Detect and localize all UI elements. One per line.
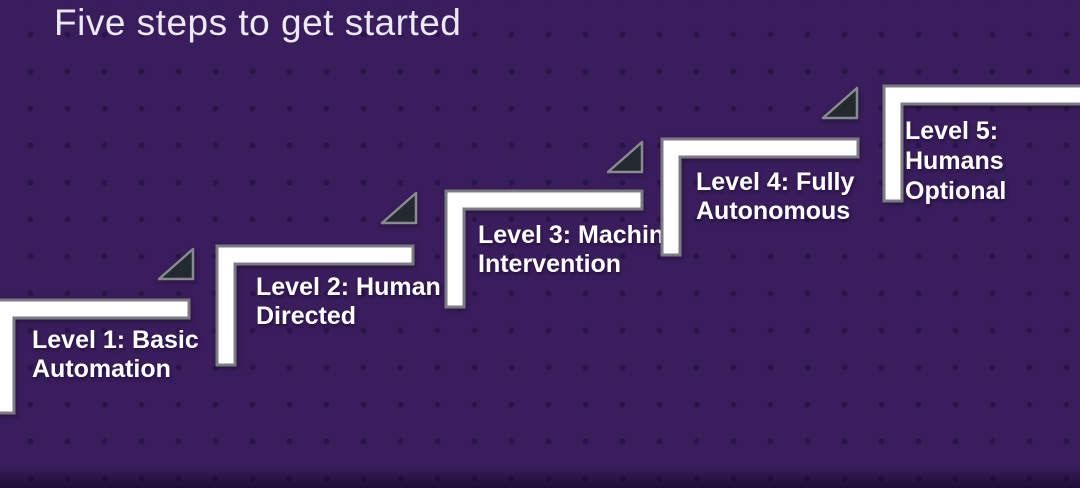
- step-label: Level 3: Machine Intervention: [478, 221, 678, 279]
- step-bracket-path: [882, 84, 1080, 203]
- step-bracket-shape: [0, 298, 191, 415]
- step-label-line: Automation: [32, 355, 171, 383]
- arrow-triangle: [380, 191, 418, 225]
- step-label-line: Level 2: Human: [256, 273, 441, 301]
- step-label-line: Level 4: Fully: [696, 168, 855, 196]
- step-arrow-icon: [380, 191, 418, 225]
- step-bracket-shape: [660, 137, 860, 257]
- step-label: Level 2: Human Directed: [256, 273, 441, 331]
- step-arrow-icon: [821, 86, 859, 120]
- step-arrow-icon: [157, 247, 195, 281]
- step-bracket-shape: [882, 84, 1080, 203]
- step-label-line: Level 3: Machine: [478, 221, 679, 249]
- arrow-triangle: [606, 140, 644, 174]
- step-label: Level 5: Humans Optional: [905, 116, 1006, 206]
- arrow-triangle: [821, 86, 859, 120]
- step-label-line: Intervention: [478, 250, 622, 278]
- step-label-line: Autonomous: [696, 197, 851, 225]
- step-label-line: Directed: [256, 302, 357, 330]
- step-label-line: Level 1: Basic: [32, 326, 199, 354]
- step-label-line: Level 5:: [905, 117, 999, 145]
- step-bracket-path: [444, 189, 644, 309]
- step-label-line: Humans: [905, 147, 1004, 175]
- step-bracket-shape: [215, 244, 415, 367]
- step-label: Level 4: Fully Autonomous: [696, 168, 854, 226]
- step-label-line: Optional: [905, 177, 1007, 205]
- slide-title: Five steps to get started: [54, 2, 462, 43]
- step-label: Level 1: Basic Automation: [32, 326, 199, 384]
- arrow-triangle: [157, 247, 195, 281]
- step-bracket-path: [215, 244, 415, 367]
- step-arrow-icon: [606, 140, 644, 174]
- step-bracket-path: [660, 137, 860, 257]
- step-bracket-shape: [444, 189, 644, 309]
- step-bracket-path: [0, 298, 191, 415]
